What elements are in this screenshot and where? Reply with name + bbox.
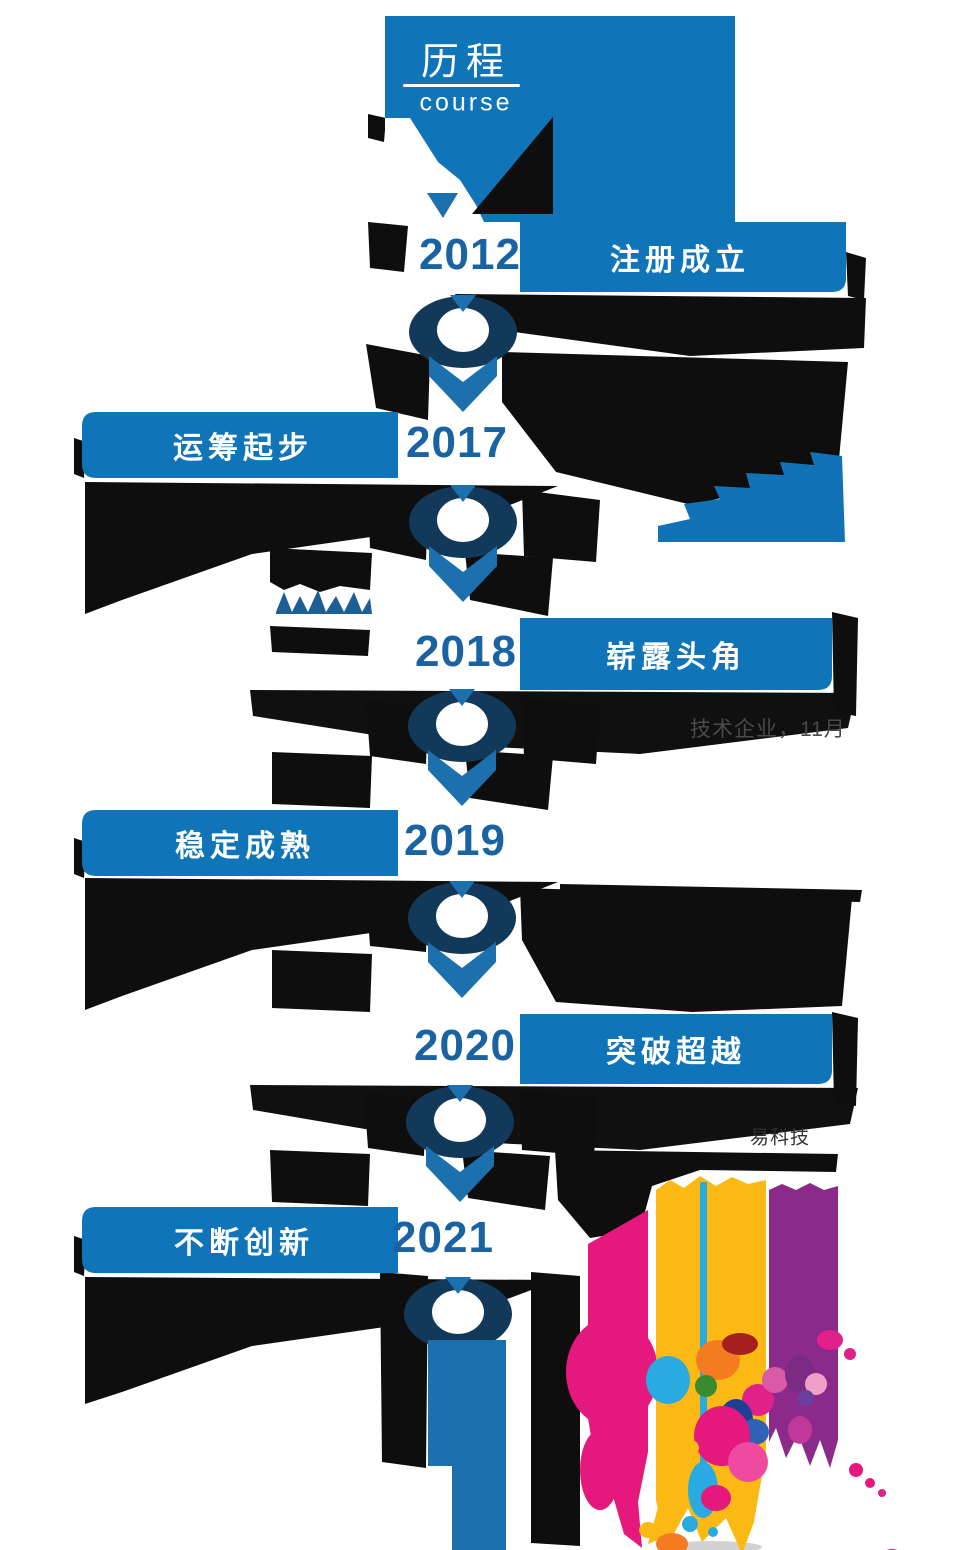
- milestone-label-2019: 稳定成熟: [175, 830, 315, 863]
- banner-2020: [520, 1014, 832, 1084]
- banner-2021: [82, 1207, 398, 1273]
- paint-splash-graphic: [566, 1176, 898, 1550]
- note-fragment-2020: 易科技: [750, 1127, 811, 1149]
- title-underline: [403, 84, 520, 87]
- note-fragment-2018: 技术企业，11月: [690, 718, 846, 741]
- section-subtitle: course: [419, 88, 513, 117]
- timeline-nodes: [404, 295, 517, 1550]
- torn-blue-band: [658, 452, 845, 542]
- banner-2018: [520, 618, 832, 690]
- year-2012: 2012: [419, 230, 521, 279]
- down-notch-icon: [427, 193, 458, 218]
- banner-2019: [82, 810, 398, 876]
- year-2021: 2021: [392, 1213, 494, 1262]
- timeline-tail-column: [428, 1340, 506, 1550]
- year-2019: 2019: [404, 816, 506, 865]
- blue-text-remnants: [276, 590, 372, 614]
- banner-2017: [82, 412, 398, 478]
- year-2017: 2017: [406, 418, 508, 467]
- milestone-label-2012: 注册成立: [610, 244, 750, 277]
- milestone-label-2021: 不断创新: [174, 1227, 314, 1260]
- section-title: 历程: [420, 41, 512, 84]
- milestone-label-2018: 崭露头角: [606, 641, 746, 674]
- year-2018: 2018: [415, 627, 517, 676]
- milestone-label-2017: 运筹起步: [173, 432, 313, 465]
- header-block: [385, 16, 735, 222]
- year-2020: 2020: [414, 1021, 516, 1070]
- milestone-label-2020: 突破超越: [606, 1036, 746, 1069]
- banner-2012: [520, 222, 846, 292]
- ribbon-banners: [82, 222, 846, 1273]
